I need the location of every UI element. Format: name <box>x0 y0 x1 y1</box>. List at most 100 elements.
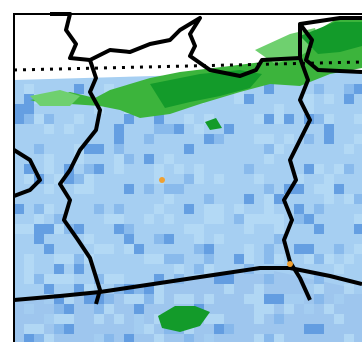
rainfall-cell <box>74 154 84 164</box>
rainfall-cell <box>354 224 362 234</box>
rainfall-cell <box>94 274 104 284</box>
rainfall-cell <box>144 244 154 254</box>
rainfall-cell <box>24 264 34 274</box>
rainfall-cell <box>24 114 34 124</box>
rainfall-cell <box>314 324 324 334</box>
rainfall-cell <box>264 144 274 154</box>
map-border <box>13 13 362 342</box>
rainfall-cell <box>44 164 54 174</box>
rainfall-cell <box>264 214 274 224</box>
rainfall-cell <box>354 254 362 264</box>
rainfall-cell <box>264 274 274 284</box>
rainfall-cell <box>134 134 144 144</box>
rainfall-cell <box>74 184 84 194</box>
rainfall-cell <box>214 274 224 284</box>
rainfall-cell <box>84 294 94 304</box>
rainfall-cell <box>64 244 74 254</box>
rainfall-cell <box>174 234 184 244</box>
rainfall-cell <box>164 234 174 244</box>
rainfall-cell <box>214 204 224 214</box>
rainfall-cell <box>54 324 64 334</box>
rainfall-cell <box>164 154 174 164</box>
rainfall-cell <box>304 104 314 114</box>
rainfall-cell <box>104 104 114 114</box>
rainfall-cell <box>34 324 44 334</box>
rainfall-cell <box>94 334 104 342</box>
rainfall-cell <box>344 94 354 104</box>
rainfall-cell <box>74 84 84 94</box>
rainfall-cell <box>64 314 74 324</box>
rainfall-cell <box>264 134 274 144</box>
rainfall-cell <box>284 114 294 124</box>
rainfall-cell <box>354 244 362 254</box>
rainfall-cell <box>174 294 184 304</box>
rainfall-cell <box>254 214 264 224</box>
rainfall-cell <box>184 244 194 254</box>
rainfall-cell <box>104 294 114 304</box>
rainfall-cell <box>74 114 84 124</box>
rainfall-cell <box>94 164 104 174</box>
rainfall-cell <box>54 104 64 114</box>
rainfall-cell <box>344 144 354 154</box>
rainfall-cell <box>344 284 354 294</box>
rainfall-cell <box>34 214 44 224</box>
rainfall-cell <box>264 194 274 204</box>
rainfall-cell <box>354 84 362 94</box>
rainfall-cell <box>74 224 84 234</box>
rainfall-cell <box>24 104 34 114</box>
rainfall-cell <box>334 294 344 304</box>
rainfall-cell <box>14 104 24 114</box>
rainfall-cell <box>174 124 184 134</box>
rainfall-cell <box>124 294 134 304</box>
rainfall-cell <box>324 244 334 254</box>
rainfall-cell <box>134 264 144 274</box>
rainfall-cell <box>144 214 154 224</box>
rainfall-cell <box>194 124 204 134</box>
rainfall-cell <box>244 294 254 304</box>
rainfall-cell <box>324 264 334 274</box>
rainfall-cell <box>294 204 304 214</box>
rainfall-cell <box>254 184 264 194</box>
rainfall-cell <box>304 164 314 174</box>
rainfall-cell <box>304 284 314 294</box>
rainfall-cell <box>264 304 274 314</box>
rainfall-cell <box>144 294 154 304</box>
rainfall-cell <box>94 144 104 154</box>
rainfall-cell <box>234 214 244 224</box>
rainfall-cell <box>124 114 134 124</box>
rainfall-cell <box>204 334 214 342</box>
rainfall-cell <box>244 174 254 184</box>
rainfall-cell <box>24 224 34 234</box>
rainfall-cell <box>44 204 54 214</box>
rainfall-cell <box>84 234 94 244</box>
city-marker <box>159 177 165 183</box>
rainfall-cell <box>124 204 134 214</box>
rainfall-cell <box>34 334 44 342</box>
rainfall-cell <box>274 334 284 342</box>
rainfall-cell <box>314 254 324 264</box>
rainfall-cell <box>84 244 94 254</box>
rainfall-cell <box>24 334 34 342</box>
rainfall-cell <box>284 134 294 144</box>
rainfall-cell <box>174 254 184 264</box>
rainfall-cell <box>334 264 344 274</box>
rainfall-cell <box>114 144 124 154</box>
rainfall-cell <box>64 274 74 284</box>
rainfall-cell <box>324 234 334 244</box>
rainfall-cell <box>64 174 74 184</box>
rainfall-cell <box>224 324 234 334</box>
rainfall-cell <box>124 334 134 342</box>
rainfall-cell <box>184 224 194 234</box>
rainfall-cell <box>114 154 124 164</box>
rainfall-cell <box>74 174 84 184</box>
rainfall-cell <box>34 274 44 284</box>
rainfall-cell <box>54 174 64 184</box>
rainfall-cell <box>274 224 284 234</box>
rainfall-cell <box>294 174 304 184</box>
rainfall-cell <box>344 334 354 342</box>
rainfall-cell <box>184 114 194 124</box>
rainfall-cell <box>164 214 174 224</box>
rainfall-cell <box>294 244 304 254</box>
